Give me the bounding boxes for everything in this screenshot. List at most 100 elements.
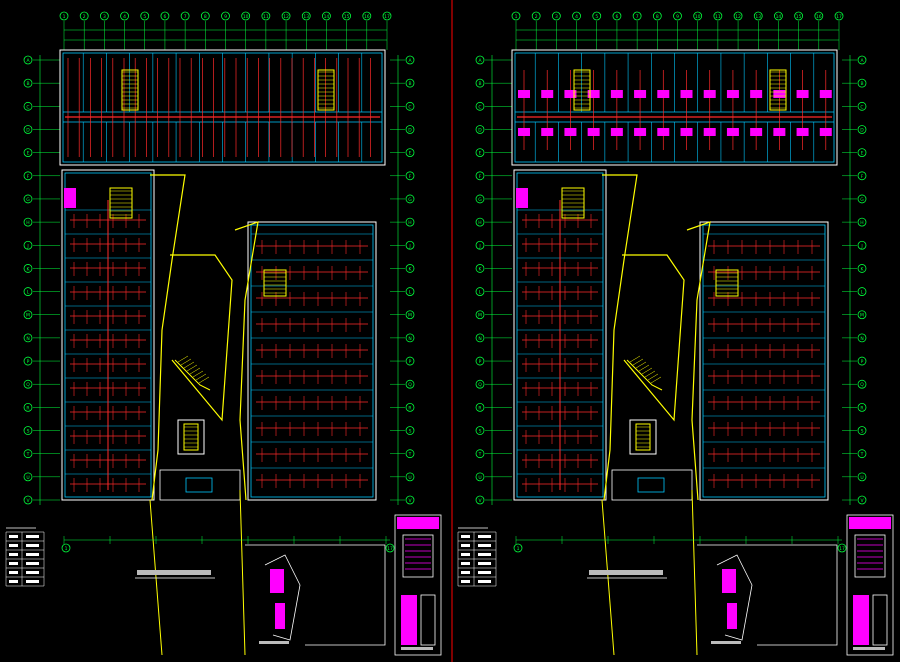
axis-bubble-circle xyxy=(405,402,415,412)
axis-bubble-circle xyxy=(23,310,33,320)
legend-swatch xyxy=(26,562,39,565)
fixture xyxy=(703,90,716,98)
axis-bubble-left: M xyxy=(475,310,485,320)
axis-bubble-left: F xyxy=(475,171,485,181)
axis-bubble-left: Q xyxy=(475,379,485,389)
axis-bubble-top: 7 xyxy=(180,11,190,21)
axis-bubble-circle xyxy=(385,543,395,553)
axis-bubble-right: N xyxy=(405,333,415,343)
axis-bubble-label: J xyxy=(860,243,862,249)
axis-bubble-label: A xyxy=(408,58,412,64)
right-wing-outline xyxy=(699,221,829,501)
axis-bubble-label: J xyxy=(26,243,28,249)
axis-bubble-right: N xyxy=(857,333,867,343)
axis-bubble-right: R xyxy=(857,402,867,412)
ramp-step xyxy=(195,373,207,381)
axis-bubble-circle xyxy=(857,495,867,505)
axis-bubble-circle xyxy=(405,148,415,158)
fixture xyxy=(773,90,786,98)
fixture xyxy=(657,90,670,98)
axis-bubble-circle xyxy=(241,11,251,21)
axis-bubble-circle xyxy=(551,11,561,21)
axis-bubble-label: K xyxy=(861,266,865,272)
axis-bubble-right: M xyxy=(857,310,867,320)
axis-bubble-right: P xyxy=(857,356,867,366)
axis-bubble-right: G xyxy=(405,194,415,204)
axis-bubble-circle xyxy=(382,11,392,21)
fixture xyxy=(796,90,809,98)
axis-bubble-top: 8 xyxy=(652,11,662,21)
axis-bubble-label: D xyxy=(26,127,30,133)
axis-bubble-top: 1 xyxy=(59,11,69,21)
axis-bubble-circle xyxy=(475,125,485,134)
axis-bubble-left: S xyxy=(475,426,485,435)
axis-bubble-bottom: 1 xyxy=(61,543,71,553)
axis-bubble-circle xyxy=(857,287,867,296)
axis-bubble-circle xyxy=(120,11,129,21)
axis-bubble-right: F xyxy=(857,171,867,181)
axis-bubble-circle xyxy=(160,11,170,21)
fixture xyxy=(518,90,530,98)
legend-swatch xyxy=(461,580,470,583)
axis-bubble-circle xyxy=(857,310,867,320)
axis-bubble-label: L xyxy=(861,290,864,296)
legend-swatch xyxy=(478,544,491,547)
legend-swatch xyxy=(26,580,39,583)
axis-bubble-circle xyxy=(405,78,415,88)
axis-bubble-circle xyxy=(475,310,485,320)
axis-bubble-circle xyxy=(362,11,372,21)
axis-bubble-right: U xyxy=(405,472,415,482)
ramp-step xyxy=(635,361,647,369)
axis-bubble-label: 17 xyxy=(839,546,845,552)
axis-bubble-right: P xyxy=(405,356,415,366)
axis-bubble-left: J xyxy=(475,240,485,250)
axis-bubble-bottom: 17 xyxy=(385,543,395,553)
leader-line xyxy=(149,499,163,656)
axis-bubble-top: 10 xyxy=(241,11,251,21)
fixture xyxy=(587,90,600,98)
axis-bubble-circle xyxy=(632,11,642,21)
axis-bubble-label: E xyxy=(861,151,864,157)
axis-bubble-right: A xyxy=(405,55,415,65)
axis-bubble-label: J xyxy=(478,243,480,249)
axis-bubble-left: A xyxy=(23,55,33,65)
core-outline xyxy=(177,419,205,455)
detail-outline xyxy=(264,554,301,641)
axis-bubble-top: 4 xyxy=(572,11,581,21)
axis-bubble-label: 11 xyxy=(715,14,721,20)
axis-bubble-label: 1 xyxy=(515,14,518,20)
fixture xyxy=(634,90,647,98)
axis-bubble-circle xyxy=(475,148,485,158)
axis-bubble-circle xyxy=(200,11,210,21)
axis-bubble-left: T xyxy=(23,449,33,459)
axis-bubble-circle xyxy=(511,11,521,21)
axis-bubble-top: 13 xyxy=(301,11,311,21)
upper-wing-outline xyxy=(511,49,838,166)
axis-bubble-circle xyxy=(405,101,415,111)
axis-bubble-label: 16 xyxy=(364,14,370,20)
fixture xyxy=(610,90,623,98)
axis-bubble-circle xyxy=(61,543,71,553)
axis-bubble-label: R xyxy=(26,405,29,411)
axis-bubble-label: V xyxy=(478,498,482,504)
legend-swatch xyxy=(478,553,491,556)
axis-bubble-label: L xyxy=(479,290,482,296)
stair-outline xyxy=(317,69,335,111)
axis-bubble-circle xyxy=(857,101,867,111)
axis-bubble-circle xyxy=(23,217,33,227)
axis-bubble-right: K xyxy=(405,264,415,273)
axis-bubble-label: B xyxy=(860,81,863,87)
axis-bubble-circle xyxy=(99,11,109,21)
axis-bubble-circle xyxy=(857,125,867,134)
axis-bubble-label: 9 xyxy=(224,14,227,20)
axis-bubble-circle xyxy=(612,11,622,21)
axis-bubble-label: V xyxy=(26,498,30,504)
axis-bubble-top: 17 xyxy=(834,11,844,21)
axis-bubble-left: K xyxy=(475,264,485,273)
legend-swatch xyxy=(461,571,470,574)
ramp xyxy=(174,359,211,391)
legend-swatch xyxy=(26,553,39,556)
fixture xyxy=(726,128,739,136)
axis-bubble-label: 1 xyxy=(63,14,66,20)
entrance-vestibule xyxy=(637,477,665,493)
